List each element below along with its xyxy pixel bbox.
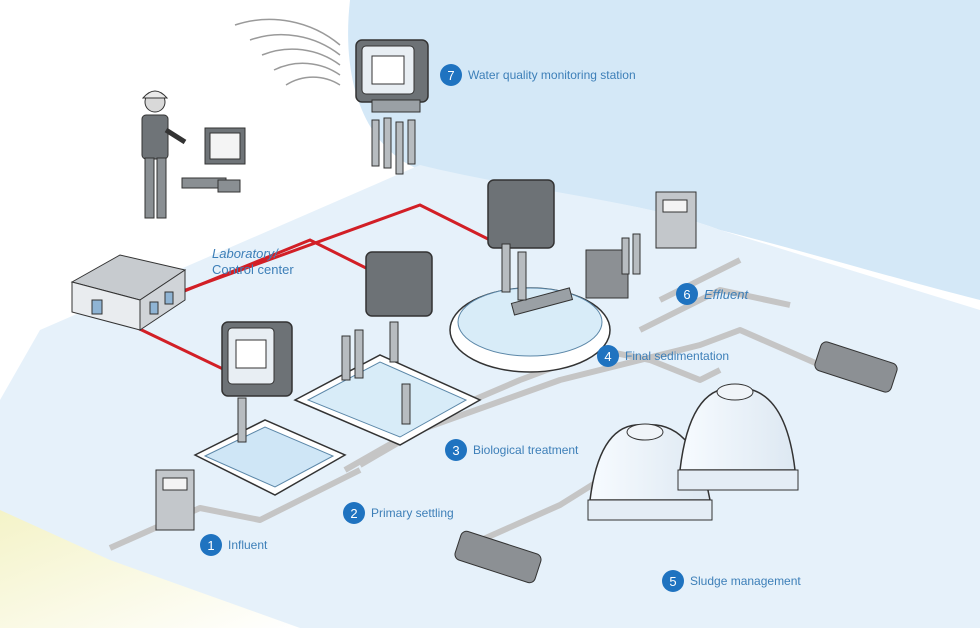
- stage-text: Final sedimentation: [625, 349, 730, 363]
- pump-icon: [814, 341, 898, 393]
- pump-icon: [454, 530, 542, 584]
- sampler-icon: [585, 191, 697, 299]
- sensor-probe-icon: [341, 321, 411, 425]
- sensor-probe-icon: [621, 233, 641, 275]
- controller-icon: [487, 179, 555, 249]
- stage-label-influent: 1 Influent: [200, 534, 267, 556]
- stage-text: Effluent: [704, 286, 749, 302]
- controller-icon: [355, 39, 429, 113]
- stage-label-sludge-management: 5 Sludge management: [662, 570, 801, 592]
- stage-badge: 6: [676, 283, 698, 305]
- stage-badge: 4: [597, 345, 619, 367]
- sensor-probe-icon: [237, 397, 247, 443]
- sensor-probe-icon: [501, 243, 527, 301]
- ground-plane: [0, 165, 980, 628]
- stage-badge: 5: [662, 570, 684, 592]
- lab-control-center-label: Laboratory/ Control center: [212, 246, 294, 278]
- computer-icon: [181, 127, 246, 193]
- stage-badge: 1: [200, 534, 222, 556]
- final-clarifier: [449, 287, 611, 373]
- stage-badge: 7: [440, 64, 462, 86]
- river-water: [348, 0, 980, 300]
- stage-label-primary-settling: 2 Primary settling: [343, 502, 454, 524]
- controller-icon: [365, 251, 433, 317]
- stage-badge: 3: [445, 439, 467, 461]
- wireless-signal-icon: [234, 18, 341, 86]
- lab-label-line1: Laboratory/: [212, 246, 278, 261]
- stage-label-final-sedimentation: 4 Final sedimentation: [597, 345, 729, 367]
- sensor-probe-icon: [371, 117, 416, 175]
- digester-icon: [677, 383, 799, 491]
- stage-label-effluent: 6 Effluent: [676, 283, 748, 305]
- stage-badge: 2: [343, 502, 365, 524]
- stage-text: Sludge management: [690, 574, 801, 588]
- biological-treatment-tank: [293, 354, 482, 446]
- stage-text: Influent: [228, 538, 268, 552]
- stage-text: Biological treatment: [473, 443, 579, 457]
- operator-icon: [141, 90, 187, 219]
- lab-label-line2: Control center: [212, 262, 294, 277]
- controller-icon: [221, 321, 293, 397]
- stage-label-biological-treatment: 3 Biological treatment: [445, 439, 578, 461]
- building-icon: [70, 254, 187, 331]
- ground-edge: [0, 510, 300, 628]
- stage-text: Primary settling: [371, 506, 454, 520]
- stage-label-monitoring-station: 7 Water quality monitoring station: [440, 64, 636, 86]
- stage-text: Water quality monitoring station: [468, 68, 636, 82]
- sampler-icon: [155, 469, 195, 531]
